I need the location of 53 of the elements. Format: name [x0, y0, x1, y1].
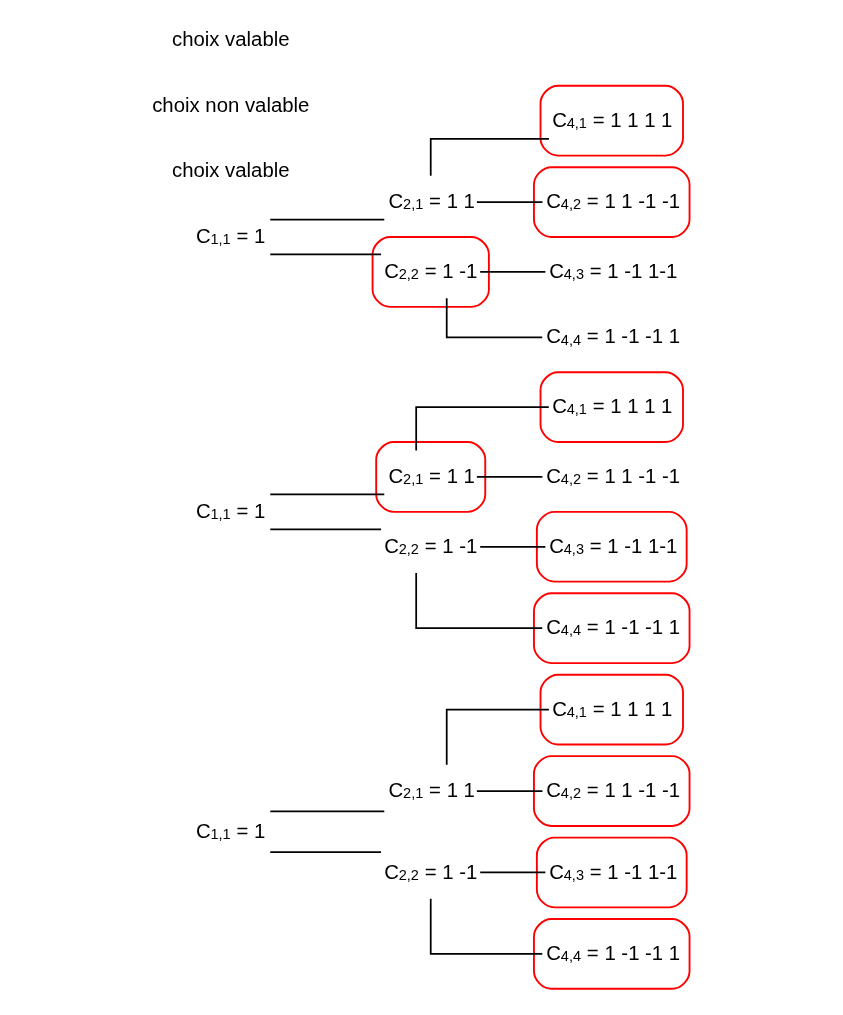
cluster [374, 441, 486, 513]
connector [268, 218, 385, 221]
connector [268, 253, 382, 256]
connector [429, 138, 550, 177]
node-text: C2,2 = 1 -1 [383, 860, 477, 883]
label: choix valable [171, 28, 290, 51]
node-text: C4,1 = 1 1 1 1 [551, 108, 672, 131]
cluster [371, 236, 490, 308]
node-text: C4,4 = 1 -1 -1 1 [545, 325, 680, 348]
connector [478, 545, 546, 548]
node-text: C2,2 = 1 -1 [383, 260, 477, 283]
node-text: C4,2 = 1 1 -1 -1 [545, 465, 680, 488]
cluster [535, 510, 688, 583]
cluster [539, 673, 684, 746]
node-text: C1,1 = 1 [195, 499, 265, 523]
connector [475, 201, 543, 203]
node-text: C4,1 = 1 1 1 1 [551, 395, 672, 418]
node-text: C2,2 = 1 -1 [383, 534, 477, 558]
connector [414, 572, 543, 630]
connector [445, 708, 550, 766]
node-text: C2,1 = 1 1 [388, 779, 475, 802]
connector [268, 810, 385, 813]
cluster [539, 84, 684, 157]
node-text: C4,3 = 1 -1 1-1 [548, 260, 677, 283]
node-text: C1,1 = 1 [195, 225, 265, 248]
cluster [535, 836, 688, 909]
connector [268, 493, 385, 496]
label: choix valable [171, 158, 290, 181]
cluster [539, 371, 684, 443]
cluster [532, 592, 690, 665]
connector [478, 871, 546, 874]
node-text: C4,2 = 1 1 -1 -1 [545, 190, 680, 213]
connector [475, 476, 543, 478]
node-text: C4,4 = 1 -1 -1 1 [545, 616, 680, 639]
node-text: C2,1 = 1 1 [388, 465, 475, 488]
label: choix non valable [151, 93, 309, 116]
connector [414, 406, 550, 452]
node-text: C4,4 = 1 -1 -1 1 [545, 942, 680, 965]
node-text: C2,1 = 1 1 [388, 190, 475, 213]
node-text: C1,1 = 1 [195, 819, 265, 843]
cluster [532, 755, 690, 827]
node-text: C4,1 = 1 1 1 1 [551, 697, 672, 720]
connector [475, 790, 543, 792]
connector [268, 851, 382, 853]
connector [429, 897, 543, 955]
connector [478, 271, 546, 273]
node-text: C4,2 = 1 1 -1 -1 [545, 779, 680, 802]
cluster [532, 166, 690, 238]
node-text: C4,3 = 1 -1 1-1 [548, 534, 677, 558]
node-text: C4,3 = 1 -1 1-1 [548, 860, 677, 883]
connector [445, 297, 543, 339]
cluster [532, 918, 690, 990]
connector [268, 528, 382, 531]
